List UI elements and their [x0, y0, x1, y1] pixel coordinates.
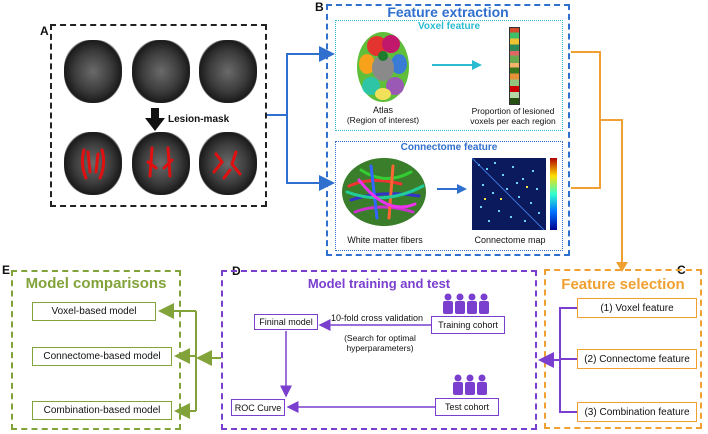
mri-brain-2 — [132, 40, 190, 103]
atlas-image — [357, 32, 409, 102]
model-item-voxel: Voxel-based model — [32, 302, 156, 321]
test-cohort-box: Test cohort — [435, 398, 499, 416]
training-cohort-people-icon — [443, 293, 489, 314]
panel-d-box — [221, 270, 537, 430]
connectome-feature-title: Connectome feature — [400, 142, 498, 153]
mri-brain-3 — [199, 40, 257, 103]
training-cohort-box: Training cohort — [431, 316, 505, 334]
model-training-title: Model training and test — [307, 276, 451, 291]
test-cohort-people-icon — [453, 374, 487, 395]
cv-label: 10-fold cross validation — [330, 313, 424, 323]
voxel-feature-box — [335, 20, 563, 131]
connectome-map-image — [472, 158, 557, 231]
white-matter-fibers-image — [342, 158, 426, 226]
feature-item-combination: (3) Combination feature — [577, 402, 697, 422]
feature-item-connectome: (2) Connectome feature — [577, 349, 697, 369]
voxel-feature-title: Voxel feature — [417, 21, 481, 32]
roc-curve-box: ROC Curve — [231, 399, 285, 416]
feature-extraction-title: Feature extraction — [387, 4, 509, 20]
mri-lesion-brain-2 — [132, 132, 190, 195]
feature-item-voxel: (1) Voxel feature — [577, 298, 697, 318]
panel-b-letter: B — [315, 0, 324, 14]
panel-a-letter: A — [40, 24, 49, 38]
proportion-label-1: Proportion of lesioned — [471, 106, 555, 116]
feature-selection-title: Feature selection — [561, 276, 685, 293]
search-label-2: hyperparameters) — [346, 343, 414, 353]
lesion-mask-arrow — [145, 108, 165, 131]
proportion-label-2: voxels per each region — [470, 116, 556, 126]
white-matter-fibers-label: White matter fibers — [347, 235, 423, 245]
connectome-arrow — [437, 184, 467, 194]
final-model-box: Fininal model — [254, 314, 318, 330]
voxel-arrow — [432, 60, 482, 70]
mri-brain-1 — [64, 40, 122, 103]
search-label-1: (Search for optimal — [344, 333, 416, 343]
mri-lesion-brain-3 — [199, 132, 257, 195]
connectome-map-label: Connectome map — [474, 235, 546, 245]
model-comparisons-title: Model comparisons — [25, 275, 167, 292]
proportion-bar — [509, 27, 520, 105]
atlas-label: Atlas — [372, 105, 393, 115]
lesion-mask-label: Lesion-mask — [168, 114, 230, 125]
atlas-sublabel: (Region of interest) — [346, 115, 420, 125]
model-item-combination: Combination-based model — [32, 401, 172, 420]
panel-e-letter: E — [2, 263, 11, 277]
model-item-connectome: Connectome-based model — [32, 347, 172, 366]
mri-lesion-brain-1 — [64, 132, 122, 195]
connectome-feature-box — [335, 141, 563, 251]
panel-b-box — [326, 4, 570, 256]
panel-a-box — [50, 24, 267, 207]
lesion-overlay — [80, 146, 242, 180]
